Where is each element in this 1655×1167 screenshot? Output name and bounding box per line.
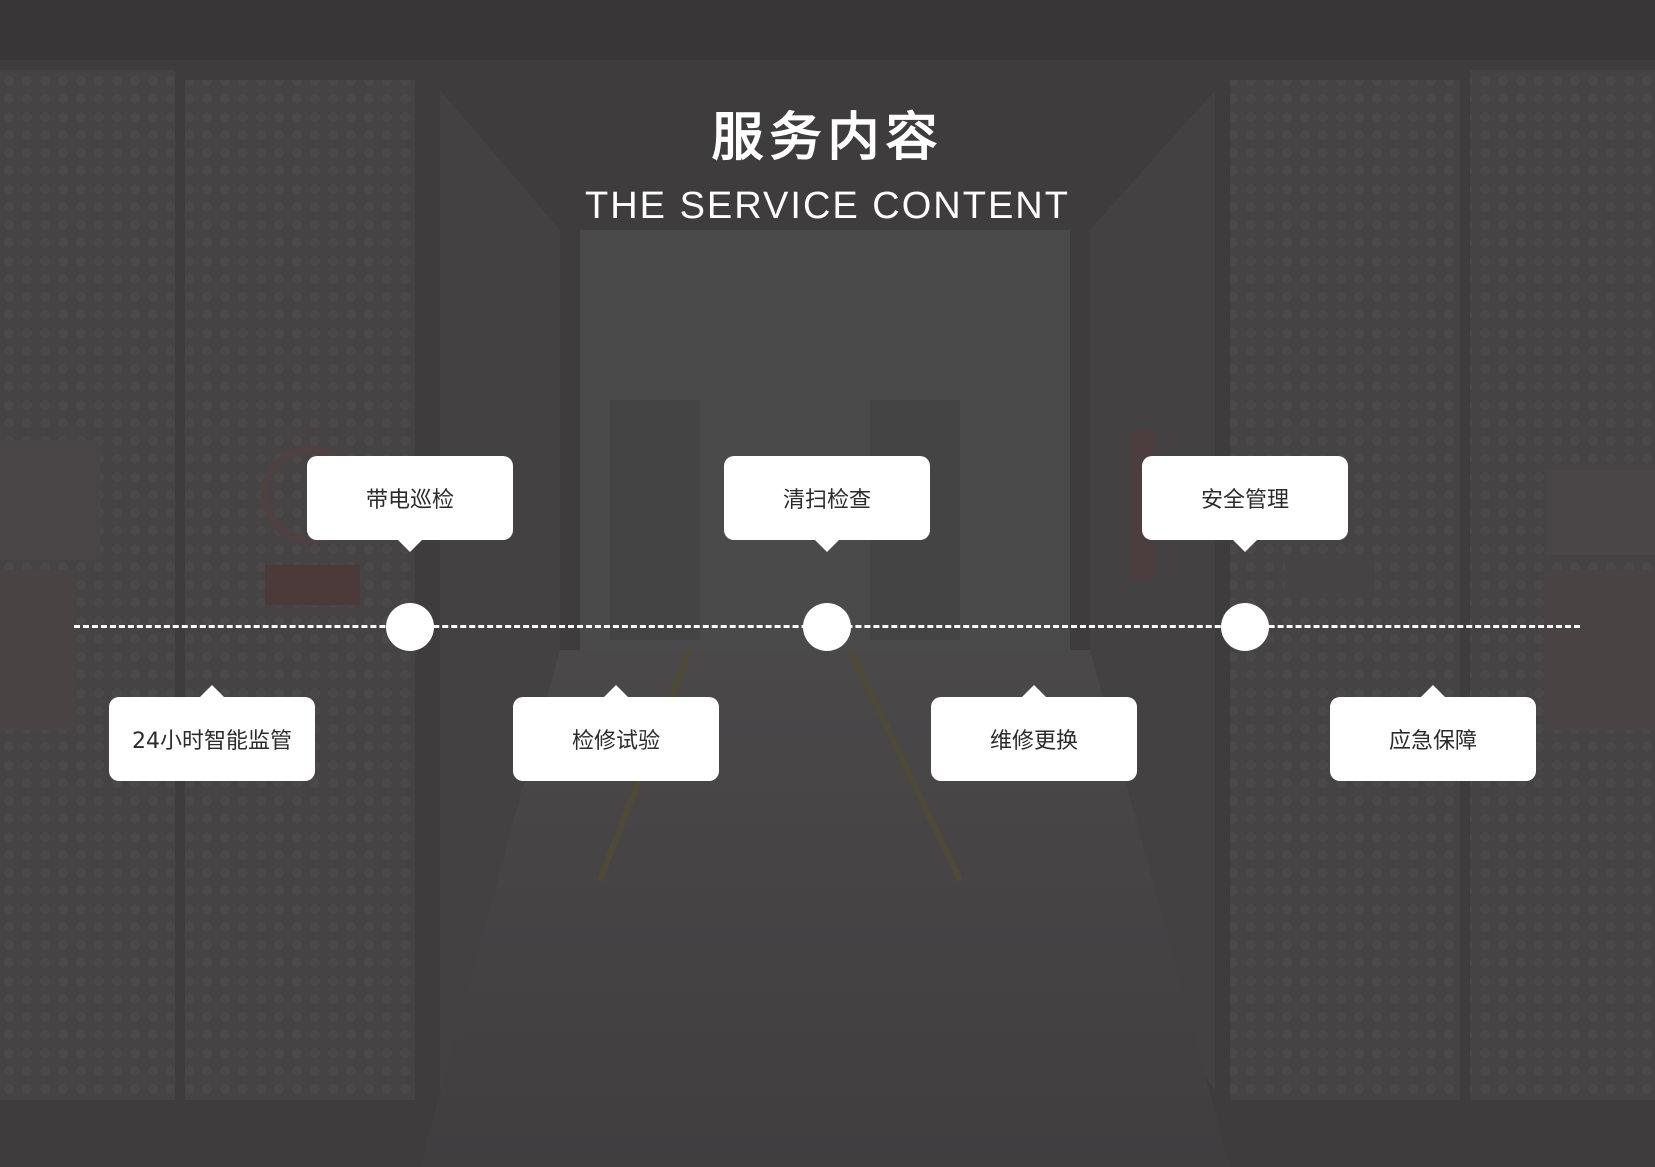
timeline-node [803, 603, 851, 651]
page-subtitle: THE SERVICE CONTENT [585, 185, 1070, 227]
service-card-live-inspection: 带电巡检 [307, 456, 513, 552]
service-card-cleaning-check: 清扫检查 [724, 456, 930, 552]
service-card-label: 安全管理 [1200, 488, 1289, 513]
service-card-label: 检修试验 [571, 729, 660, 754]
service-card-label: 维修更换 [989, 729, 1078, 754]
service-card-repair-replacement: 维修更换 [931, 685, 1137, 781]
service-card-maintenance-testing: 检修试验 [513, 685, 719, 781]
timeline-node [386, 603, 434, 651]
service-card-emergency-support: 应急保障 [1330, 685, 1536, 781]
service-card-24h-monitoring: 24小时智能监管 [109, 685, 315, 781]
service-card-safety-management: 安全管理 [1142, 456, 1348, 552]
service-card-label: 清扫检查 [782, 488, 871, 513]
service-card-label: 24小时智能监管 [132, 729, 292, 754]
service-card-label: 应急保障 [1388, 729, 1477, 754]
page-title: 服务内容 [711, 108, 944, 168]
timeline-node [1221, 603, 1269, 651]
service-card-label: 带电巡检 [365, 488, 454, 513]
